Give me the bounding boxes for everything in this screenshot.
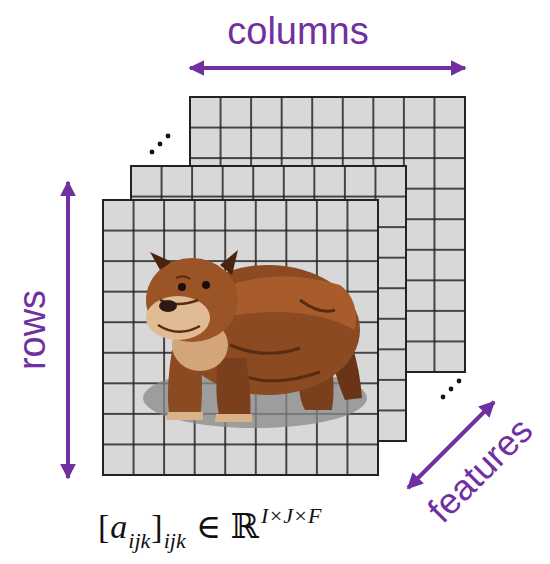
axis-arrows xyxy=(68,68,494,488)
bulldog-illustration xyxy=(143,250,367,428)
formula-symbol: a xyxy=(110,508,127,545)
formula-bracket: [ xyxy=(98,508,109,545)
formula-subscript: ijk xyxy=(164,528,186,553)
grid-layer xyxy=(103,200,378,475)
axis-label: features xyxy=(419,409,540,530)
axis-label: rows xyxy=(11,290,55,370)
formula-operator: ∈ xyxy=(196,508,221,545)
formula-superscript: I×J×F xyxy=(261,503,321,528)
formula-bracket: ] xyxy=(151,508,162,545)
axis-label: columns xyxy=(227,10,369,54)
formula-line: [aijk]ijk∈ℝI×J×F xyxy=(98,506,321,546)
formula-symbol: ℝ xyxy=(231,508,259,545)
formula-subscript: ijk xyxy=(128,528,150,553)
